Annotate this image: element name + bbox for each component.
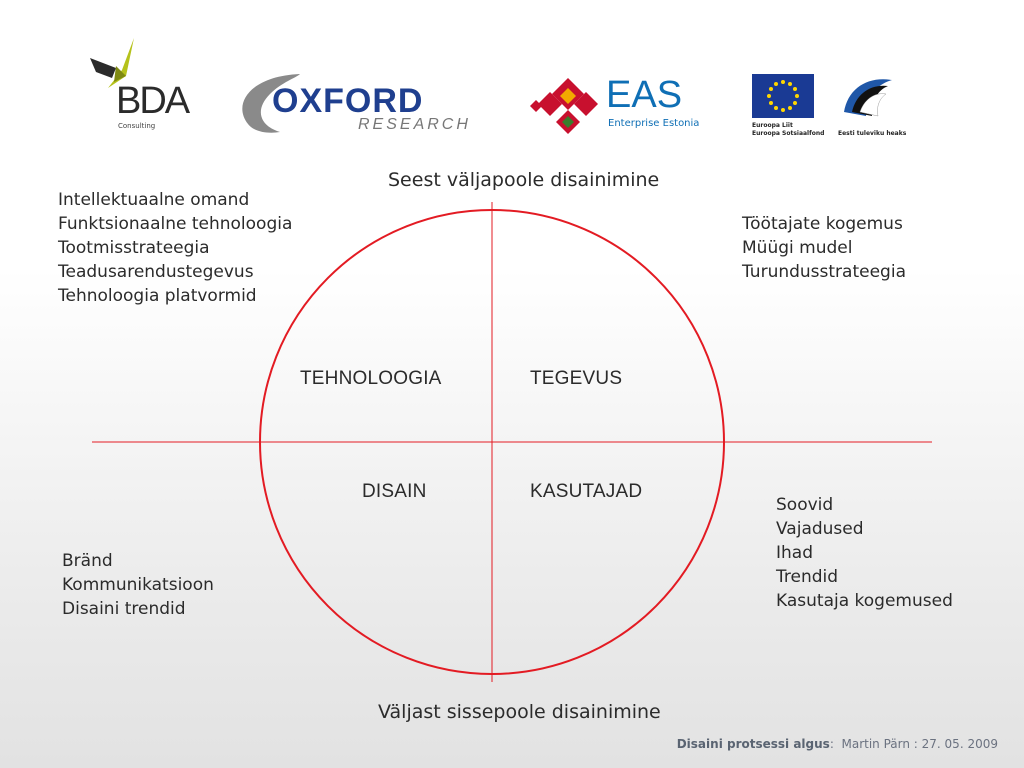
footer-separator: : [829, 737, 834, 751]
quadrant-label-kasutajad: KASUTAJAD [530, 481, 643, 502]
quadrant-label-tehnoloogia: TEHNOLOOGIA [300, 368, 442, 389]
bda-bird-icon [90, 38, 134, 88]
list-item: Kasutaja kogemused [776, 591, 953, 611]
list-item: Ihad [776, 543, 813, 563]
list-item: Soovid [776, 495, 834, 515]
list-item: Trendid [776, 567, 839, 587]
list-item: Bränd [62, 551, 113, 571]
logo-bar: BDA Consulting OXFORD RESEARCH EAS Enter… [0, 0, 1024, 160]
list-top-left: Intellektuaalne omand Funktsionaalne teh… [58, 188, 292, 308]
list-item: Teadusarendustegevus [58, 262, 254, 282]
list-item: Vajadused [776, 519, 864, 539]
quadrant-label-disain: DISAIN [362, 481, 427, 502]
eu-estonia-logos: Euroopa Liit Euroopa Sotsiaalfond Eesti … [732, 64, 916, 154]
oxford-research-logo: OXFORD RESEARCH [230, 64, 482, 154]
bda-sub: Consulting [118, 122, 156, 130]
list-item: Müügi mudel [742, 238, 853, 258]
eas-ornament-icon [530, 78, 598, 134]
list-item: Tootmisstrateegia [58, 238, 210, 258]
bda-logo: BDA Consulting [86, 36, 190, 134]
list-item: Funktsionaalne tehnoloogia [58, 214, 293, 234]
estonia-swallow-icon [844, 79, 892, 117]
list-item: Töötajate kogemus [742, 214, 903, 234]
eu-flag-icon [752, 74, 814, 118]
list-top-right: Töötajate kogemus Müügi mudel Turundusst… [742, 212, 906, 284]
list-item: Disaini trendid [62, 599, 186, 619]
list-bottom-left: Bränd Kommunikatsioon Disaini trendid [62, 549, 214, 621]
estonia-caption: Eesti tuleviku heaks [838, 130, 907, 137]
eas-sub: Enterprise Estonia [608, 118, 700, 129]
list-item: Intellektuaalne omand [58, 190, 250, 210]
footer-meta: Martin Pärn : 27. 05. 2009 [841, 737, 999, 751]
top-axis-label: Seest väljapoole disainimine [388, 169, 660, 191]
eu-line2: Euroopa Sotsiaalfond [752, 130, 825, 137]
list-item: Tehnoloogia platvormid [58, 286, 257, 306]
eas-logo: EAS Enterprise Estonia [516, 70, 710, 152]
oxford-swoosh-icon [242, 74, 300, 133]
oxford-bottom: RESEARCH [358, 116, 471, 133]
footer: Disaini protsessi algus: Martin Pärn : 2… [677, 737, 998, 751]
bda-mark: BDA [116, 80, 190, 122]
list-bottom-right: Soovid Vajadused Ihad Trendid Kasutaja k… [776, 493, 953, 613]
eu-line1: Euroopa Liit [752, 122, 793, 129]
bottom-axis-label: Väljast sissepoole disainimine [378, 701, 661, 723]
footer-title: Disaini protsessi algus [676, 737, 830, 751]
oxford-top: OXFORD [272, 82, 424, 120]
list-item: Turundusstrateegia [742, 262, 906, 282]
quadrant-label-tegevus: TEGEVUS [530, 368, 623, 389]
list-item: Kommunikatsioon [62, 575, 214, 595]
eas-mark: EAS [606, 74, 683, 116]
